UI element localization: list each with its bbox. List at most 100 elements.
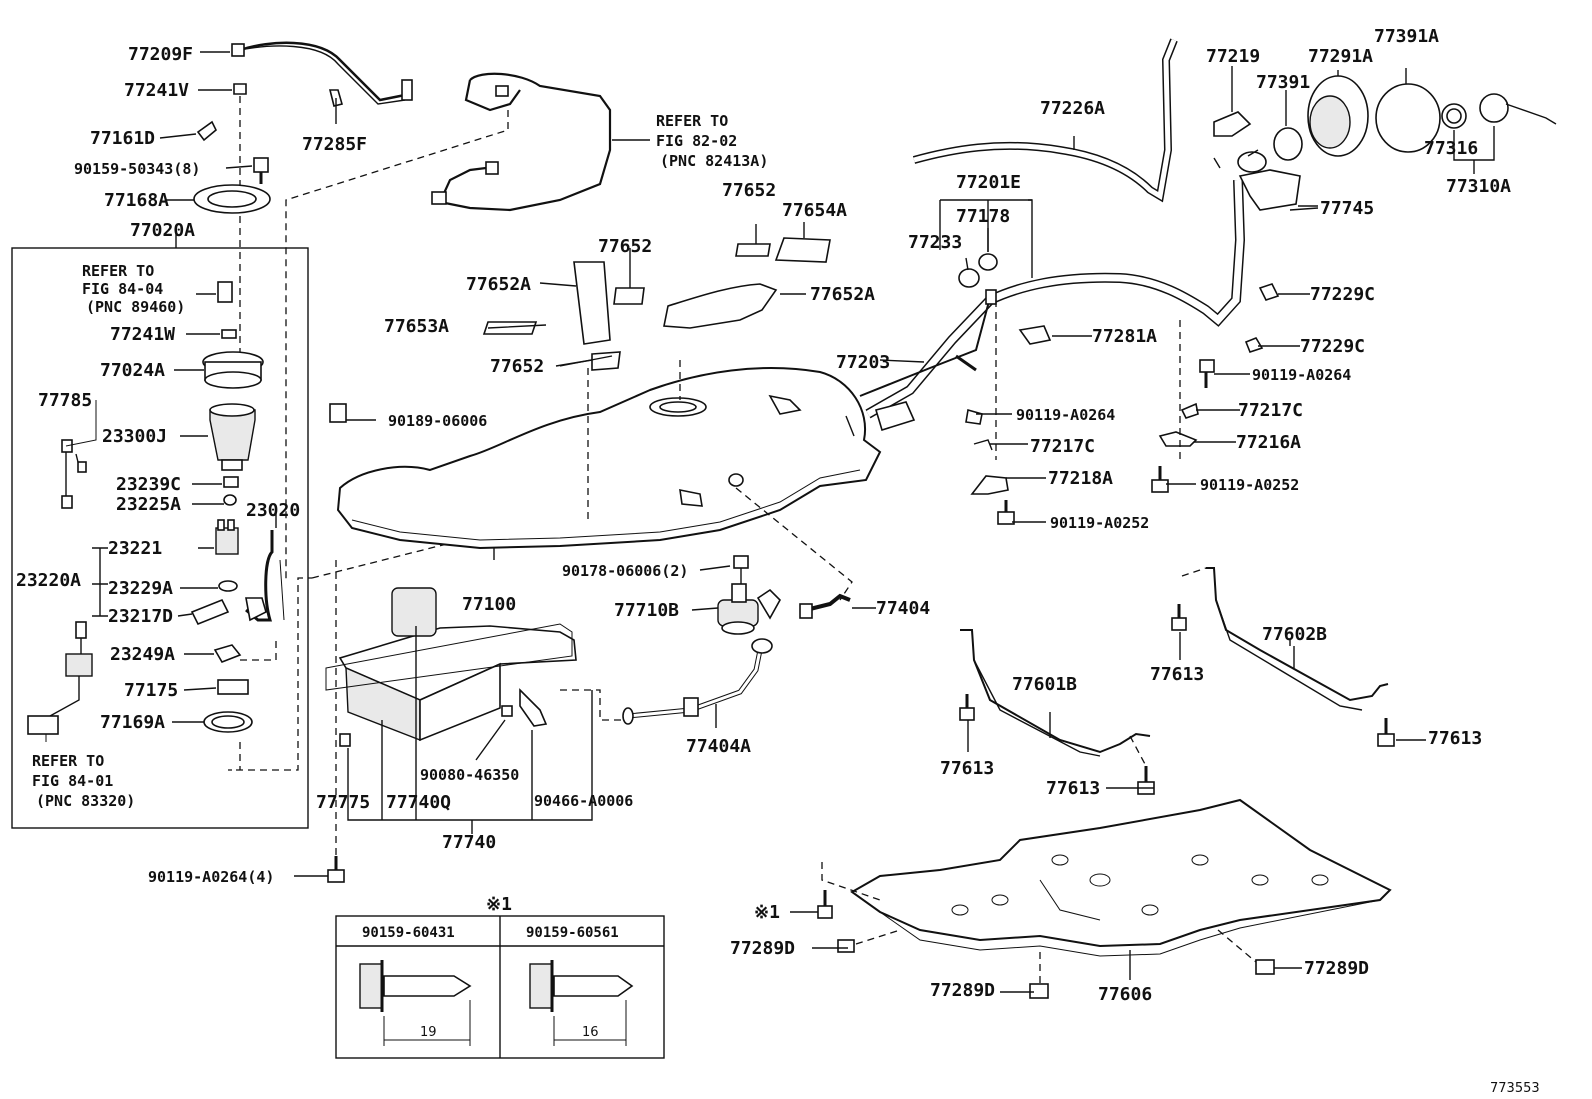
label-77775: 77775	[316, 792, 370, 813]
ref3-line3: (PNC 83320)	[36, 792, 135, 810]
label-77161D: 77161D	[90, 128, 155, 149]
label-77209F: 77209F	[128, 44, 193, 65]
label-77613-a: 77613	[1150, 664, 1204, 685]
label-77219: 77219	[1206, 46, 1260, 67]
label-77289D-b: 77289D	[930, 980, 995, 1001]
label-77740Q: 77740Q	[386, 792, 451, 813]
label-77613-c: 77613	[1428, 728, 1482, 749]
label-77241V: 77241V	[124, 80, 189, 101]
label-23225A: 23225A	[116, 494, 181, 515]
label-77169A: 77169A	[100, 712, 165, 733]
label-77233: 77233	[908, 232, 962, 253]
bolt-length-table	[335, 915, 665, 1059]
undercover-77606	[817, 798, 1392, 999]
label-77217C-a: 77217C	[1030, 436, 1095, 457]
table-col1-part: 90159-60431	[362, 925, 455, 941]
label-77652-c: 77652	[490, 356, 544, 377]
tank-straps	[959, 567, 1395, 795]
ref3-line2: FIG 84-01	[32, 772, 113, 790]
filler-brackets	[1151, 157, 1280, 493]
label-77710B: 77710B	[614, 600, 679, 621]
label-90119-A0264-b: 90119-A0264	[1252, 366, 1351, 384]
fuel-pump-assembly	[11, 41, 741, 883]
label-77291A: 77291A	[1308, 46, 1373, 67]
label-90119-A0264-a: 90119-A0264	[1016, 406, 1115, 424]
fuel-pump-23221	[215, 527, 239, 555]
ref3-line1: REFER TO	[32, 752, 104, 770]
ref2-line3: (PNC 89460)	[86, 298, 185, 316]
label-77229C-a: 77229C	[1310, 284, 1375, 305]
label-90080-46350: 90080-46350	[420, 766, 519, 784]
label-77217C-b: 77217C	[1238, 400, 1303, 421]
label-77654A: 77654A	[782, 200, 847, 221]
label-77653A: 77653A	[384, 316, 449, 337]
label-77178: 77178	[956, 206, 1010, 227]
label-77229C-b: 77229C	[1300, 336, 1365, 357]
label-77606: 77606	[1098, 984, 1152, 1005]
label-77218A: 77218A	[1048, 468, 1113, 489]
wire-harness	[285, 72, 650, 580]
label-77613-b: 77613	[940, 758, 994, 779]
label-90159-50343: 90159-50343(8)	[74, 160, 200, 178]
label-77652A-1: 77652A	[466, 274, 531, 295]
label-23300J: 23300J	[102, 426, 167, 447]
label-77652-a: 77652	[722, 180, 776, 201]
ref2-line2: FIG 84-04	[82, 280, 163, 298]
breather-tube-77226A	[912, 38, 1178, 203]
label-77404: 77404	[876, 598, 930, 619]
label-77203: 77203	[836, 352, 890, 373]
label-77281A: 77281A	[1092, 326, 1157, 347]
charcoal-canister-77740	[325, 587, 626, 834]
label-77602B: 77602B	[1262, 624, 1327, 645]
label-77613-d: 77613	[1046, 778, 1100, 799]
label-77201E: 77201E	[956, 172, 1021, 193]
label-77601B: 77601B	[1012, 674, 1077, 695]
label-77310A: 77310A	[1446, 176, 1511, 197]
label-77024A: 77024A	[100, 360, 165, 381]
label-90119-A0252-b: 90119-A0252	[1200, 476, 1299, 494]
label-77745: 77745	[1320, 198, 1374, 219]
insulator-pads	[482, 222, 831, 371]
label-90189-06006: 90189-06006	[388, 412, 487, 430]
label-77740: 77740	[442, 832, 496, 853]
label-23239C: 23239C	[116, 474, 181, 495]
label-23221: 23221	[108, 538, 162, 559]
filter-77740Q	[391, 587, 437, 637]
label-77391A: 77391A	[1374, 26, 1439, 47]
label-77652-b: 77652	[598, 236, 652, 257]
label-77289D-a: 77289D	[730, 938, 795, 959]
label-77175: 77175	[124, 680, 178, 701]
label-23249A: 23249A	[110, 644, 175, 665]
label-77226A: 77226A	[1040, 98, 1105, 119]
label-77285F: 77285F	[302, 134, 367, 155]
label-77100: 77100	[462, 594, 516, 615]
tube-77209F	[239, 41, 412, 102]
table-col2-part: 90159-60561	[526, 925, 619, 941]
figure-id: 773553	[1490, 1081, 1540, 1096]
leader-lines	[45, 51, 1426, 993]
footnote-mark-bolt: ※1	[754, 902, 780, 923]
ref2-line1: REFER TO	[82, 262, 154, 280]
fuel-tank-77100	[336, 360, 882, 601]
table-col1-length: 19	[420, 1025, 437, 1040]
pad-77652A-tall	[573, 261, 611, 345]
vent-valve-77710B	[622, 555, 851, 725]
label-77652A-2: 77652A	[810, 284, 875, 305]
label-77289D-c: 77289D	[1304, 958, 1369, 979]
label-23229A: 23229A	[108, 578, 173, 599]
ref1-line2: FIG 82-02	[656, 132, 737, 150]
label-77785: 77785	[38, 390, 92, 411]
table-col2-length: 16	[582, 1025, 599, 1040]
fuel-filter-23300J	[209, 409, 256, 461]
assembly-77020A-box	[11, 247, 309, 829]
part-labels: 77209F 77241V 77285F 77161D 90159-50343(…	[16, 26, 1540, 1096]
filler-pipe-77201E	[859, 151, 1267, 525]
fuel-lid-parts	[1213, 66, 1557, 211]
label-23217D: 23217D	[108, 606, 173, 627]
fuel-sender-gauge	[65, 653, 93, 677]
label-90466-A0006: 90466-A0006	[534, 792, 633, 810]
label-90119-A0264-4: 90119-A0264(4)	[148, 868, 274, 886]
ref1-line1: REFER TO	[656, 112, 728, 130]
label-77241W: 77241W	[110, 324, 175, 345]
